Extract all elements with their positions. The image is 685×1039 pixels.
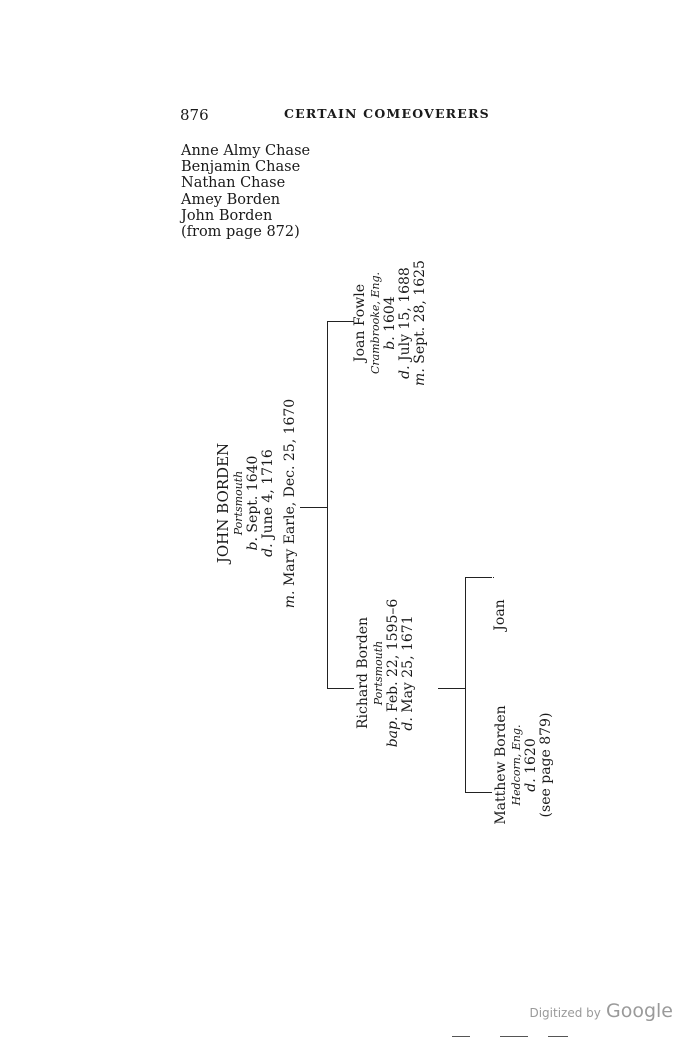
connector-to-matthew xyxy=(465,792,492,793)
connector-john-stub xyxy=(300,507,327,508)
person-name: Richard Borden xyxy=(355,617,371,729)
person-joan-fowle: Joan Fowle Crambrooke, Eng. b. 1604 d. J… xyxy=(352,248,428,398)
person-john-borden-marriage: m. Mary Earle, Dec. 25, 1670 xyxy=(282,398,298,609)
person-died: d. 1620 xyxy=(523,738,539,792)
lineage-item: Benjamin Chase xyxy=(181,159,301,176)
connector-to-joan-fowle xyxy=(327,321,354,322)
lineage-item: John Borden xyxy=(181,207,273,224)
person-died: d. May 25, 1671 xyxy=(400,615,416,731)
connector-parents-vertical xyxy=(327,321,328,689)
person-place: Hedcorn, Eng. xyxy=(510,724,523,806)
person-married: m. Sept. 28, 1625 xyxy=(412,260,428,386)
person-name: JOHN BORDEN xyxy=(214,442,232,564)
lineage-item: Amey Borden xyxy=(181,191,281,208)
person-baptized: bap. Feb. 22, 1595–6 xyxy=(385,598,401,748)
connector-grandparents-vertical xyxy=(465,577,466,793)
person-john-borden: JOHN BORDEN Portsmouth b. Sept. 1640 d. … xyxy=(214,398,276,608)
lineage-item: Anne Almy Chase xyxy=(181,143,311,159)
connector-to-richard xyxy=(327,688,354,689)
connector-richard-stub xyxy=(438,688,465,689)
person-matthew-borden: Matthew Borden Hedcorn, Eng. d. 1620 (se… xyxy=(493,695,554,835)
person-richard-borden: Richard Borden Portsmouth bap. Feb. 22, … xyxy=(355,598,416,748)
person-name: Matthew Borden xyxy=(493,705,509,825)
person-place: Crambrooke, Eng. xyxy=(369,271,382,375)
lineage-item: Nathan Chase xyxy=(181,175,286,192)
connector-to-joan xyxy=(465,577,492,578)
person-name: Joan Fowle xyxy=(352,284,368,362)
lineage-list: Anne Almy Chase Benjamin Chase Nathan Ch… xyxy=(181,143,310,240)
person-name: Joan xyxy=(492,599,508,631)
person-joan: Joan xyxy=(492,590,508,640)
person-died: d. July 15, 1688 xyxy=(397,267,413,379)
connector-joan-right xyxy=(493,577,494,578)
person-reference: (see page 879) xyxy=(538,712,554,818)
person-born: b. Sept. 1640 xyxy=(245,455,261,551)
lineage-item: (from page 872) xyxy=(181,224,300,241)
page-number: 876 xyxy=(180,106,209,124)
scan-artifact xyxy=(548,1036,568,1037)
scan-artifact xyxy=(452,1036,470,1037)
scan-artifact xyxy=(500,1036,528,1037)
person-died: d. June 4, 1716 xyxy=(260,449,276,557)
running-head: CERTAIN COMEOVERERS xyxy=(284,106,490,121)
person-born: b. 1604 xyxy=(382,296,398,350)
person-place: Portsmouth xyxy=(232,470,245,536)
google-watermark: Digitized by Google xyxy=(529,1000,673,1022)
person-place: Portsmouth xyxy=(372,640,385,706)
